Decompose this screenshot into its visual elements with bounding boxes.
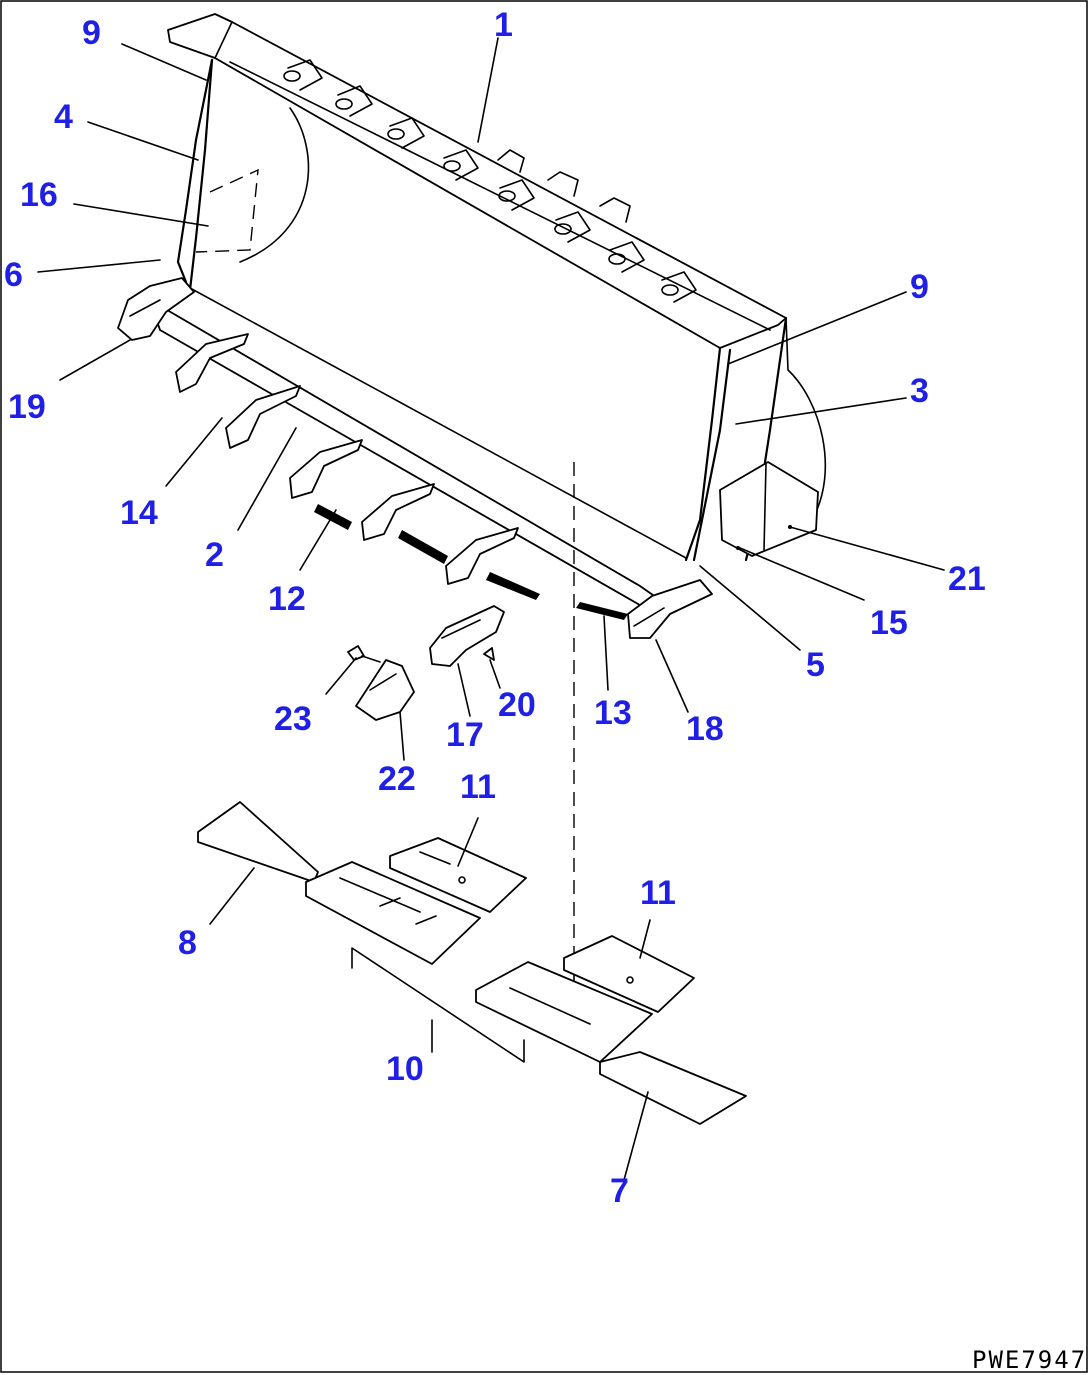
bucket-shell <box>176 58 722 562</box>
callout-10: 10 <box>386 1050 424 1088</box>
callout-16: 16 <box>20 176 58 214</box>
callout-21: 21 <box>948 560 986 598</box>
callout-23: 23 <box>274 700 312 738</box>
callout-4: 4 <box>54 98 73 136</box>
adapter-22 <box>355 659 415 721</box>
beam-ribs <box>283 59 697 303</box>
callout-12: 12 <box>268 580 306 618</box>
callout-22: 22 <box>378 760 416 798</box>
callout-11-left: 11 <box>460 768 496 806</box>
callout-17: 17 <box>446 716 484 754</box>
wear-plates-left <box>197 801 527 965</box>
tooth-17 <box>429 605 505 667</box>
cutting-edge-bars <box>314 504 628 620</box>
callout-7: 7 <box>610 1172 629 1210</box>
callout-20: 20 <box>498 686 536 724</box>
callout-14: 14 <box>120 494 158 532</box>
callout-3: 3 <box>910 372 929 410</box>
callout-9-left: 9 <box>82 14 101 52</box>
left-corner-tooth <box>117 277 195 341</box>
callout-labels: 1 2 3 4 5 6 7 8 9 9 10 11 11 12 13 14 15… <box>4 6 986 1210</box>
callout-2: 2 <box>205 536 224 574</box>
callout-11-right: 11 <box>640 874 676 912</box>
callout-1: 1 <box>494 6 513 44</box>
bucket-assembly <box>117 13 827 639</box>
callout-13: 13 <box>594 694 632 732</box>
callout-8: 8 <box>178 924 197 962</box>
callout-6: 6 <box>4 256 23 294</box>
wear-plates-right <box>475 935 747 1125</box>
callout-15: 15 <box>870 604 908 642</box>
callout-19: 19 <box>8 388 46 426</box>
drawing-code: PWE7947 <box>972 1346 1087 1374</box>
callout-9-right: 9 <box>910 268 929 306</box>
leader-lines <box>37 37 945 1181</box>
top-beam <box>167 13 787 349</box>
callout-18: 18 <box>686 710 724 748</box>
callout-5: 5 <box>806 646 825 684</box>
bucket-teeth <box>175 333 519 585</box>
right-corner-tooth <box>627 579 713 639</box>
